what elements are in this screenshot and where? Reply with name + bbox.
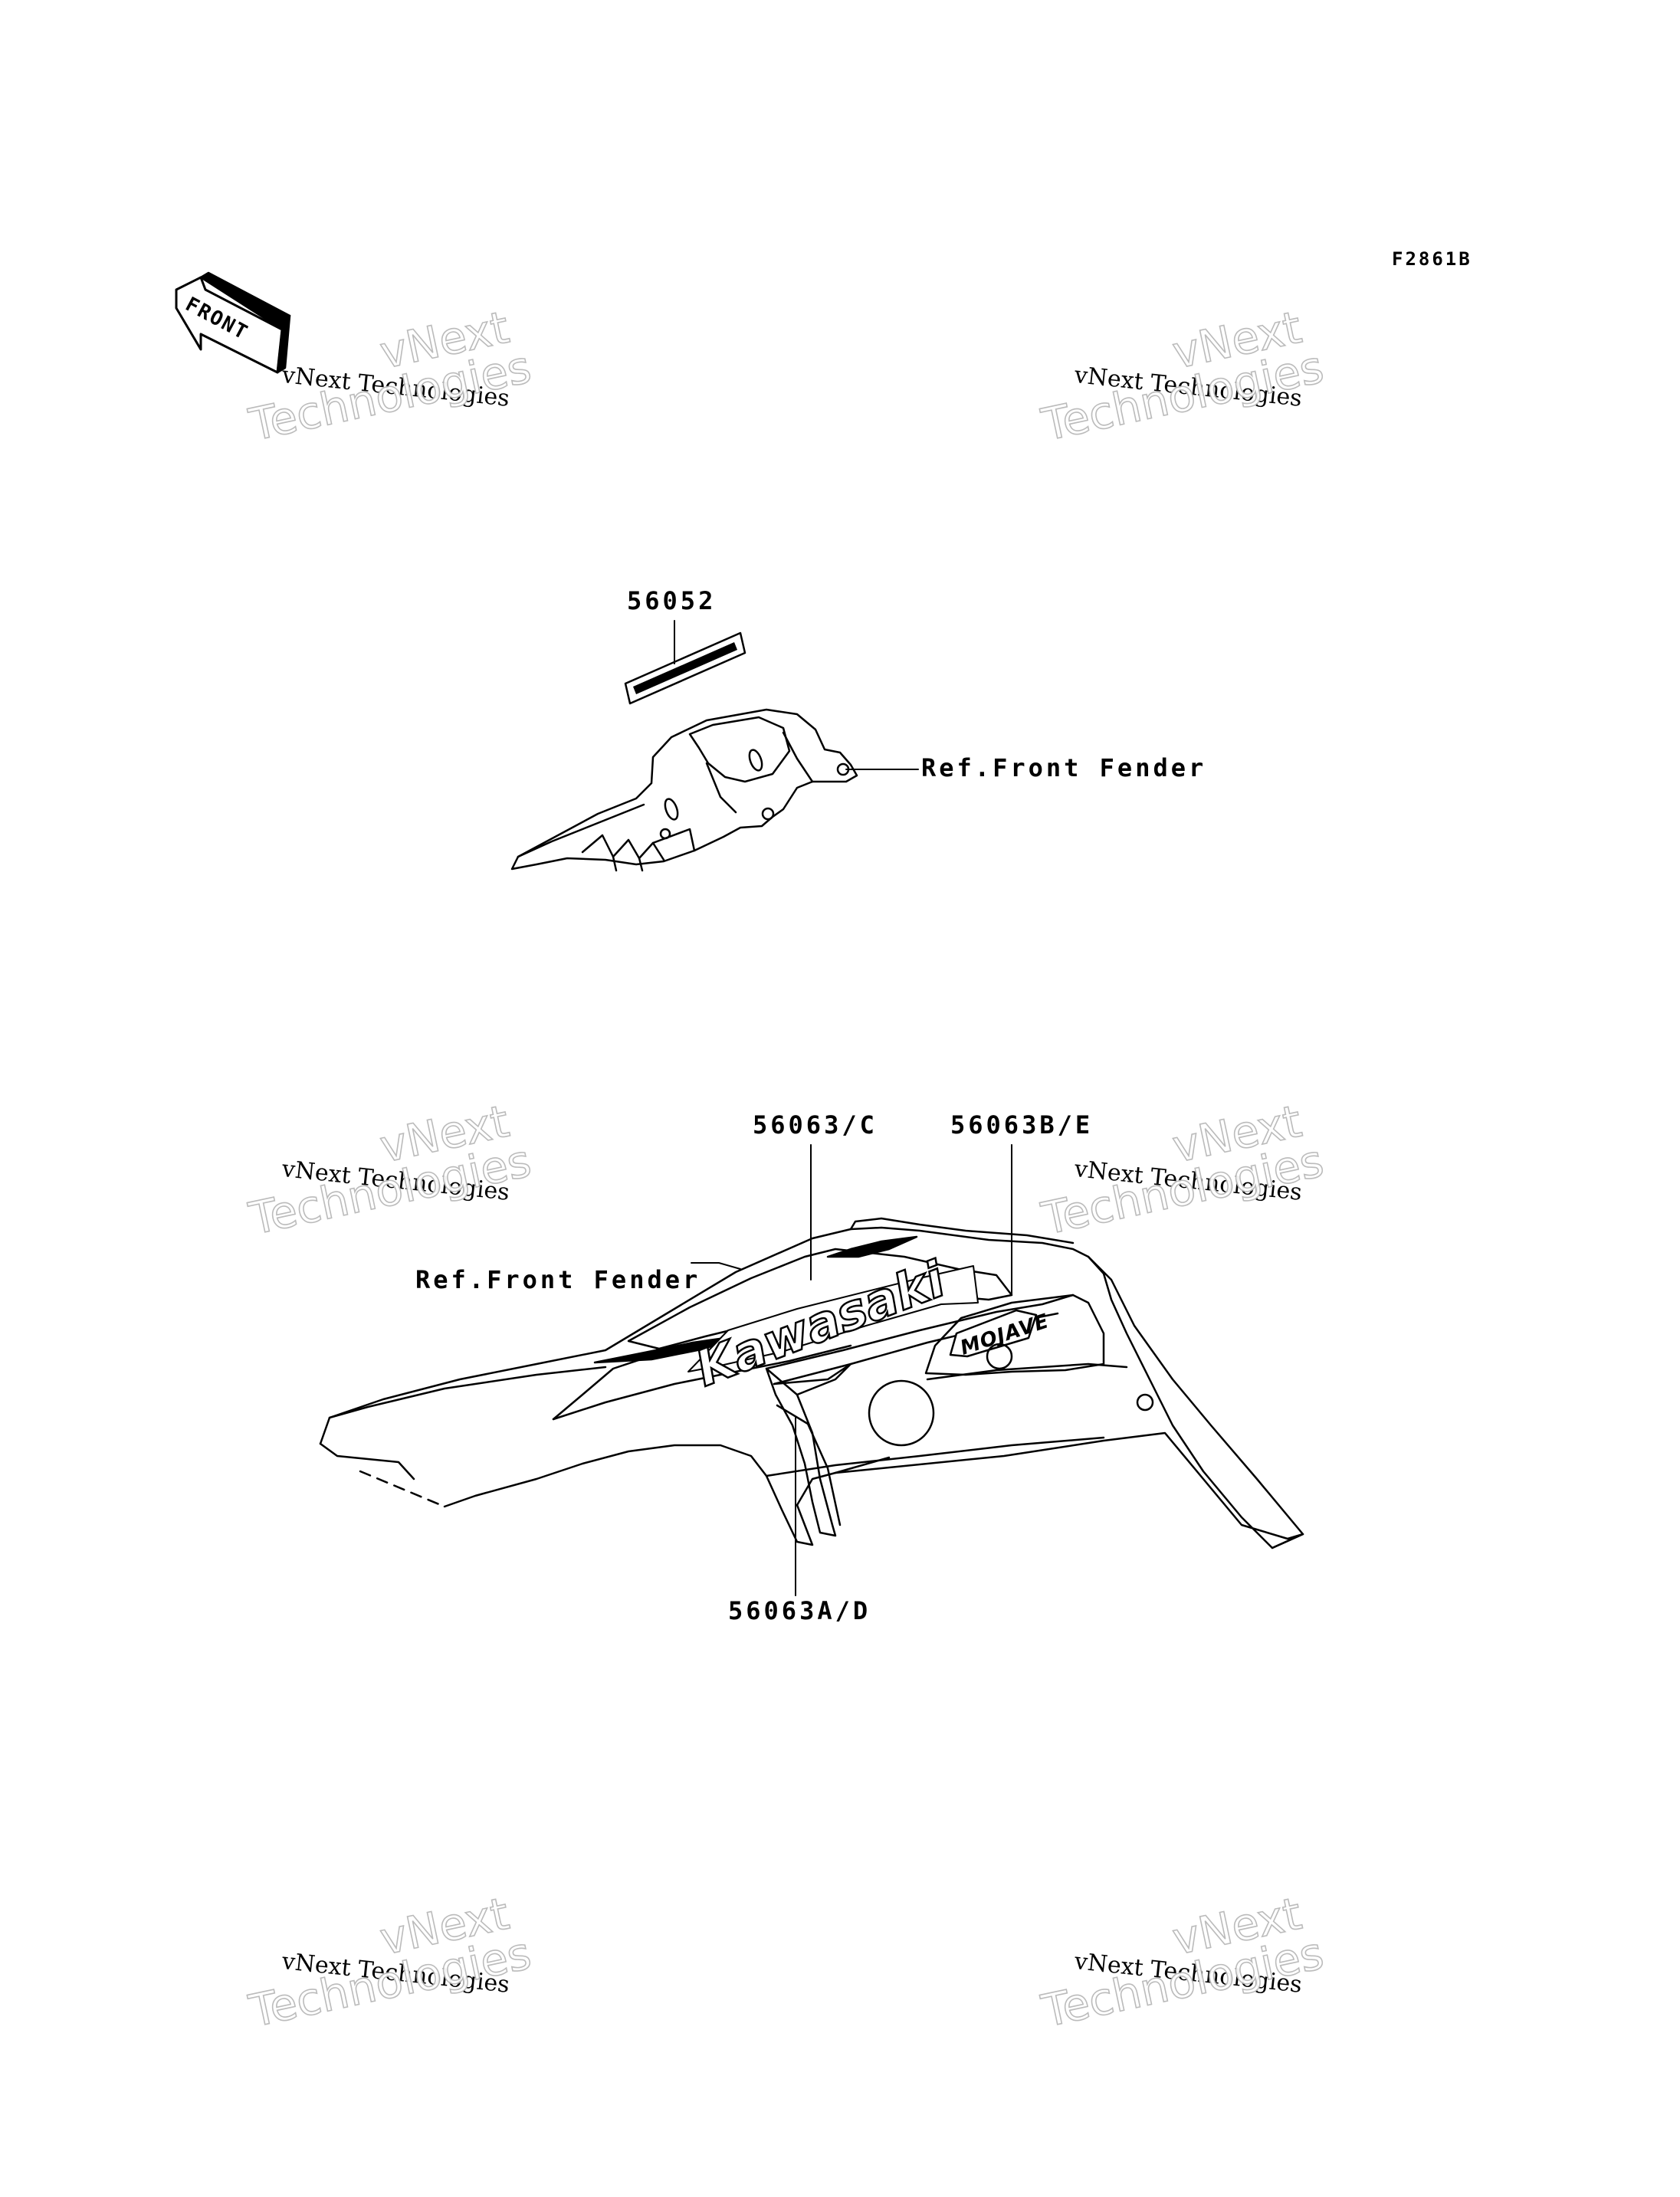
upper-fender-drawing [510, 620, 919, 872]
front-arrow-icon [175, 271, 291, 374]
watermark-top-right: vNext vNext Technologies Technologies [1037, 300, 1375, 475]
watermark-bottom-right: vNext vNext Technologies Technologies [1037, 1887, 1375, 2061]
callout-56063-b-e[interactable]: 56063B/E [950, 1110, 1094, 1139]
callout-56063-a-d[interactable]: 56063A/D [728, 1596, 871, 1625]
lower-fender-drawing [319, 1144, 1304, 1596]
watermark-bottom-left: vNext vNext Technologies Technologies [244, 1887, 582, 2061]
callout-ref-front-fender-lower[interactable]: Ref.Front Fender [415, 1265, 701, 1294]
callout-56052[interactable]: 56052 [627, 586, 717, 615]
watermark-top-left: vNext vNext Technologies Technologies [244, 300, 582, 475]
callout-56063-c[interactable]: 56063/C [753, 1110, 878, 1139]
figure-code: F2861B [1392, 248, 1472, 270]
watermark-mid-left: vNext vNext Technologies Technologies [244, 1094, 582, 1269]
callout-ref-front-fender-upper[interactable]: Ref.Front Fender [921, 753, 1207, 782]
